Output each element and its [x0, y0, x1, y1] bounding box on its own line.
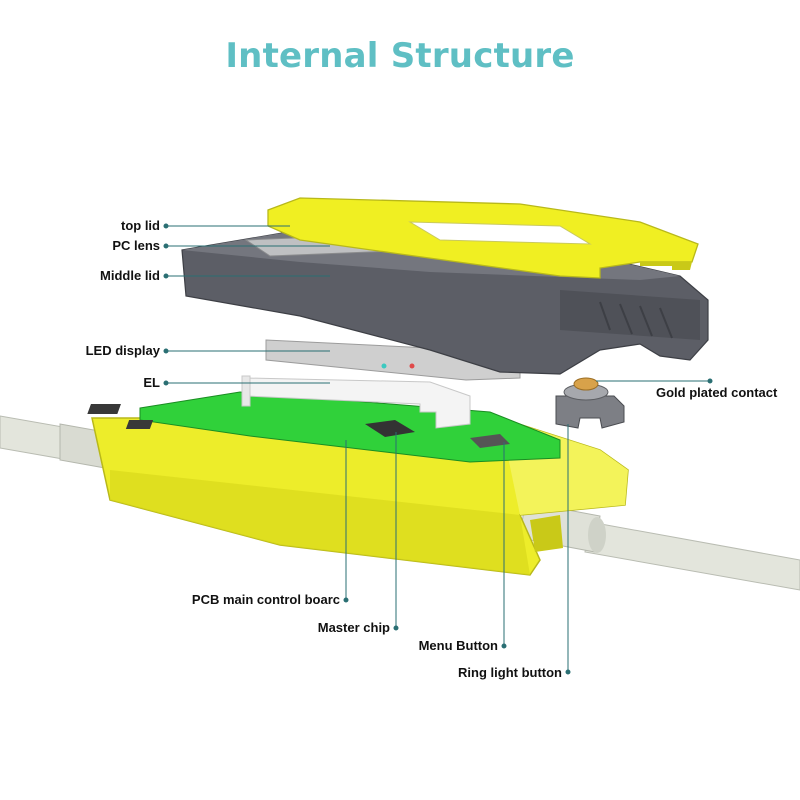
label-middle-lid: Middle lid [100, 268, 160, 283]
leader-dot-ring-light-button [565, 669, 571, 675]
el-sheet [241, 375, 471, 429]
leader-dot-middle-lid [163, 273, 169, 279]
label-top-lid: top lid [121, 218, 160, 233]
leader-lines [163, 223, 713, 675]
label-gold-contact: Gold plated contact [656, 385, 778, 400]
label-el: EL [143, 375, 160, 390]
label-menu-button: Menu Button [418, 638, 498, 653]
leader-dot-master-chip [393, 625, 399, 631]
label-ring-light-button: Ring light button [458, 665, 562, 680]
leader-dot-top-lid [163, 223, 169, 229]
label-pcb: PCB main control boarc [191, 592, 340, 607]
left-cable [0, 415, 106, 469]
top-lid-frame [267, 197, 699, 279]
diagram-title: Internal Structure [225, 36, 575, 76]
label-master-chip: Master chip [317, 620, 390, 635]
leader-dot-pcb [343, 597, 349, 603]
leader-dot-el [163, 380, 169, 386]
gold-contact-part [555, 377, 625, 429]
leader-dot-pc-lens [163, 243, 169, 249]
leader-dot-menu-button [501, 643, 507, 649]
leader-dot-gold-contact [707, 378, 713, 384]
leader-dot-led-display [163, 348, 169, 354]
label-led-display: LED display [85, 343, 160, 358]
label-pc-lens: PC lens [112, 238, 160, 253]
